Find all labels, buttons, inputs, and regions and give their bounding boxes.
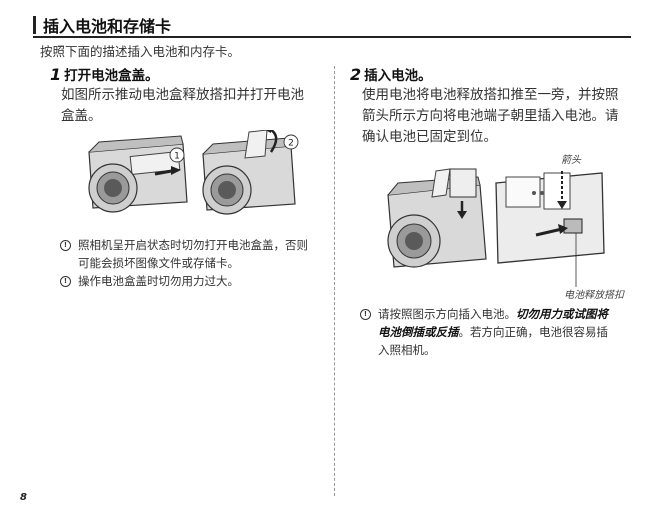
column-divider xyxy=(334,66,335,496)
step1-body: 如图所示推动电池盒释放搭扣并打开电池 盒盖。 xyxy=(61,85,304,127)
step2-note-line1: 请按照图示方向插入电池。切勿用力或试图将 xyxy=(378,305,630,323)
callout-latch-label: 电池释放搭扣 xyxy=(564,290,624,301)
step2-title: 插入电池。 xyxy=(364,68,432,84)
step2-number: 2 xyxy=(350,65,362,84)
step1-note-1: ! 照相机呈开启状态时切勿打开电池盒盖，否则 可能会损坏图像文件或存储卡。 xyxy=(60,236,330,272)
step2-illustration xyxy=(387,168,605,287)
note-icon: ! xyxy=(360,309,371,320)
step1-note-1-line2: 可能会损坏图像文件或存储卡。 xyxy=(78,256,239,270)
page-number: 8 xyxy=(20,492,27,503)
step2-body-line3: 确认电池已固定到位。 xyxy=(362,129,497,145)
step2-note-prefix: 请按照图示方向插入电池。 xyxy=(378,307,516,321)
note-icon: ! xyxy=(60,240,71,251)
camera-illustration-a: 1 xyxy=(88,135,188,213)
note-icon: ! xyxy=(60,276,71,287)
step1-body-line1: 如图所示推动电池盒释放搭扣并打开电池 xyxy=(61,87,304,103)
title-marker xyxy=(33,16,36,34)
step1-illustration: 1 2 xyxy=(88,130,299,215)
step1-note-2-line1: 操作电池盒盖时切勿用力过大。 xyxy=(78,274,239,288)
callout-arrow-label: 箭头 xyxy=(561,155,581,166)
step1-notes: ! 照相机呈开启状态时切勿打开电池盒盖，否则 可能会损坏图像文件或存储卡。 ! … xyxy=(60,236,330,290)
camera-step-marker-1: 1 xyxy=(169,147,185,163)
camera-illustration-b: 2 xyxy=(202,130,299,215)
section-title: 插入电池和存储卡 xyxy=(43,17,172,36)
svg-text:2: 2 xyxy=(288,139,294,149)
step2-body-line1: 使用电池将电池释放搭扣推至一旁，并按照 xyxy=(362,87,619,103)
step2-note-1: ! 请按照图示方向插入电池。切勿用力或试图将 电池倒插或反插。若方向正确，电池很… xyxy=(360,305,630,359)
step2-body-line2: 箭头所示方向将电池端子朝里插入电池。请 xyxy=(362,108,619,124)
step2-note-line2: 电池倒插或反插。若方向正确，电池很容易插 xyxy=(378,323,630,341)
step2-note-emphasis-1: 切勿用力或试图将 xyxy=(516,307,608,321)
svg-text:1: 1 xyxy=(174,152,180,162)
step1-body-line2: 盒盖。 xyxy=(61,108,102,124)
step1-title: 打开电池盒盖。 xyxy=(64,68,159,84)
step1-note-1-line1: 照相机呈开启状态时切勿打开电池盒盖，否则 xyxy=(78,238,308,252)
battery-compartment-detail xyxy=(495,171,605,287)
step1-note-2: ! 操作电池盒盖时切勿用力过大。 xyxy=(60,272,330,290)
step2-note-line3: 入照相机。 xyxy=(378,343,436,357)
step2-note-emphasis-2: 电池倒插或反插 xyxy=(378,325,459,339)
section-intro: 按照下面的描述插入电池和内存卡。 xyxy=(40,44,241,59)
section-title-bar: 插入电池和存储卡 xyxy=(33,12,631,38)
step2-note-suffix-1: 。若方向正确，电池很容易插 xyxy=(458,325,609,339)
camera-illustration-c xyxy=(387,168,487,268)
step2-notes: ! 请按照图示方向插入电池。切勿用力或试图将 电池倒插或反插。若方向正确，电池很… xyxy=(360,305,630,359)
step1-number: 1 xyxy=(50,65,62,84)
step2-body: 使用电池将电池释放搭扣推至一旁，并按照 箭头所示方向将电池端子朝里插入电池。请 … xyxy=(362,85,619,148)
camera-step-marker-2: 2 xyxy=(283,134,299,150)
